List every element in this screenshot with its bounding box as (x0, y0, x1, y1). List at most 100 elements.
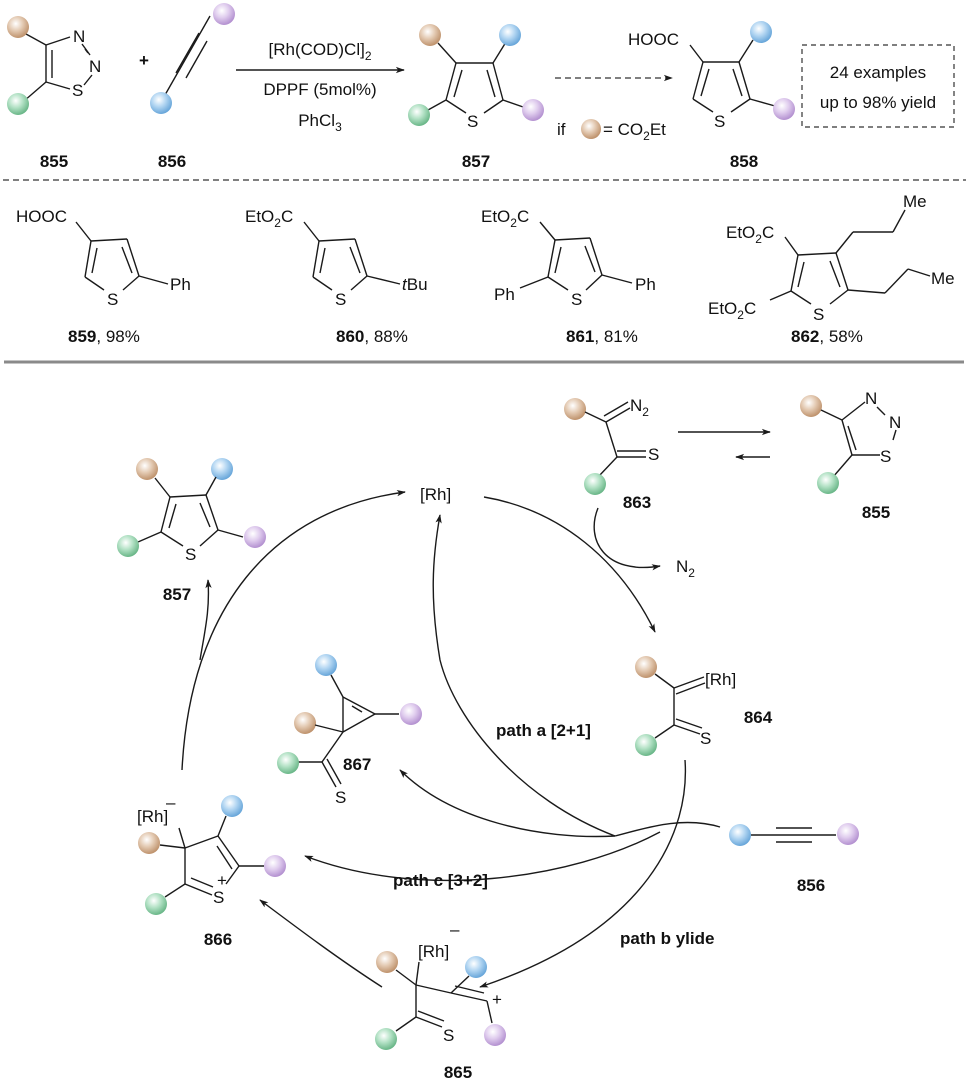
substituent-sphere-blue (750, 21, 772, 43)
compound-867: S 867 (277, 654, 422, 807)
compound-858: HOOC S 858 (628, 21, 795, 171)
atom-n: N (89, 57, 101, 76)
compound-857-mechanism: S 857 (117, 458, 266, 604)
substituent-sphere-blue (221, 795, 243, 817)
compound-856-mechanism: 856 (614, 821, 859, 895)
substituent-text: Me (903, 192, 927, 211)
arrow-to-857 (199, 579, 212, 661)
compound-label: 863 (623, 493, 651, 512)
example-label: 862, 58% (791, 327, 863, 346)
substituent-sphere-purple (264, 855, 286, 877)
compound-label: 856 (158, 152, 186, 171)
substituent-sphere-green (117, 535, 139, 557)
substituent-sphere-brown (419, 24, 441, 46)
rh-ligand: [Rh] (705, 670, 736, 689)
substituent-sphere-green (7, 93, 29, 115)
substituent-sphere-green (408, 104, 430, 126)
substituent-text: EtO2C (708, 299, 756, 322)
substituent-sphere-blue (211, 458, 233, 480)
example-859: HOOC Ph S 859, 98% (16, 207, 191, 346)
arrow-865-to-866 (259, 899, 383, 988)
rh-catalyst: [Rh] (420, 485, 451, 504)
compound-label: 858 (730, 152, 758, 171)
compound-865: [Rh] – + S 865 (375, 920, 506, 1082)
substituent-text: Ph (170, 275, 191, 294)
substituent-sphere-green (145, 893, 167, 915)
path-c-arrow-to-866 (304, 831, 661, 882)
substituent-sphere-purple (837, 823, 859, 845)
compound-label: 866 (204, 930, 232, 949)
example-860: EtO2C tBu S 860, 88% (245, 207, 428, 346)
substituent-text: EtO2C (726, 223, 774, 246)
path-b-label: path b ylide (620, 929, 714, 948)
substituent-sphere-brown (294, 712, 316, 734)
substituent-sphere-purple (244, 526, 266, 548)
max-yield: up to 98% yield (820, 93, 936, 112)
substituent-sphere-brown (376, 951, 398, 973)
substituent-sphere-purple (484, 1024, 506, 1046)
charge-minus: – (450, 920, 460, 939)
n2-byproduct: N2 (676, 557, 695, 580)
atom-s: S (880, 447, 891, 466)
compound-857-top: S 857 (408, 24, 544, 171)
plus-sign: + (139, 51, 149, 70)
compound-856-top: 856 (150, 3, 235, 171)
compound-label: 855 (862, 503, 890, 522)
example-label: 861, 81% (566, 327, 638, 346)
catalyst-text: [Rh(COD)Cl]2 (268, 40, 371, 63)
substituent-sphere-purple (213, 3, 235, 25)
atom-s: S (714, 112, 725, 131)
compound-label: 857 (163, 585, 191, 604)
substituent-sphere-brown (635, 656, 657, 678)
atom-s: S (335, 290, 346, 309)
substituent-sphere-blue (465, 956, 487, 978)
path-a-arrow-to-867 (399, 769, 616, 838)
substituent-sphere-green (584, 473, 606, 495)
note-equals: = CO2Et (603, 120, 666, 143)
charge-plus: + (492, 990, 502, 1009)
substituent-text: Ph (494, 285, 515, 304)
atom-n: N (865, 389, 877, 408)
atom-n: N (73, 27, 85, 46)
n2-release-arrow (593, 507, 661, 571)
substituent-sphere-brown (138, 832, 160, 854)
substituent-sphere-green (375, 1028, 397, 1050)
atom-s: S (72, 81, 83, 100)
example-label: 859, 98% (68, 327, 140, 346)
reaction-conditions: [Rh(COD)Cl]2 DPPF (5mol%) PhCl3 (236, 40, 405, 134)
atom-s: S (443, 1026, 454, 1045)
substituent-sphere-brown (800, 395, 822, 417)
condition-note: if = CO2Et (557, 119, 666, 143)
atom-s: S (571, 290, 582, 309)
arrow-rh-to-864 (483, 496, 656, 633)
path-a-label: path a [2+1] (496, 721, 591, 740)
compound-855-top: N N S 855 (7, 16, 101, 171)
compound-866: [Rh] – S + 866 (137, 793, 286, 949)
compound-855-mechanism: N N S 855 (800, 389, 901, 522)
substituent-text: Ph (635, 275, 656, 294)
compound-864: [Rh] S 864 (635, 656, 773, 756)
compound-label: 856 (797, 876, 825, 895)
substituent-sphere-purple (522, 99, 544, 121)
path-b-arrow-to-865 (479, 759, 687, 988)
examples-count: 24 examples (830, 63, 926, 82)
substituent-text: HOOC (16, 207, 67, 226)
rh-ligand: [Rh] (418, 942, 449, 961)
solvent-text: PhCl3 (298, 111, 342, 134)
path-c-label: path c [3+2] (393, 871, 488, 890)
substituent-sphere-blue (315, 654, 337, 676)
substituent-sphere-green (635, 734, 657, 756)
rh-ligand: [Rh] (137, 807, 168, 826)
charge-plus: + (217, 871, 227, 890)
compound-label: 857 (462, 152, 490, 171)
atom-s: S (813, 305, 824, 324)
substituent-sphere-brown (564, 398, 586, 420)
compound-label: 865 (444, 1063, 472, 1082)
example-862: EtO2C Me Me EtO2C S 862, 58% (708, 192, 955, 346)
substituent-text: EtO2C (481, 207, 529, 230)
atom-s: S (335, 788, 346, 807)
substituent-text: EtO2C (245, 207, 293, 230)
summary-box: 24 examples up to 98% yield (801, 44, 955, 128)
atom-s: S (213, 888, 224, 907)
